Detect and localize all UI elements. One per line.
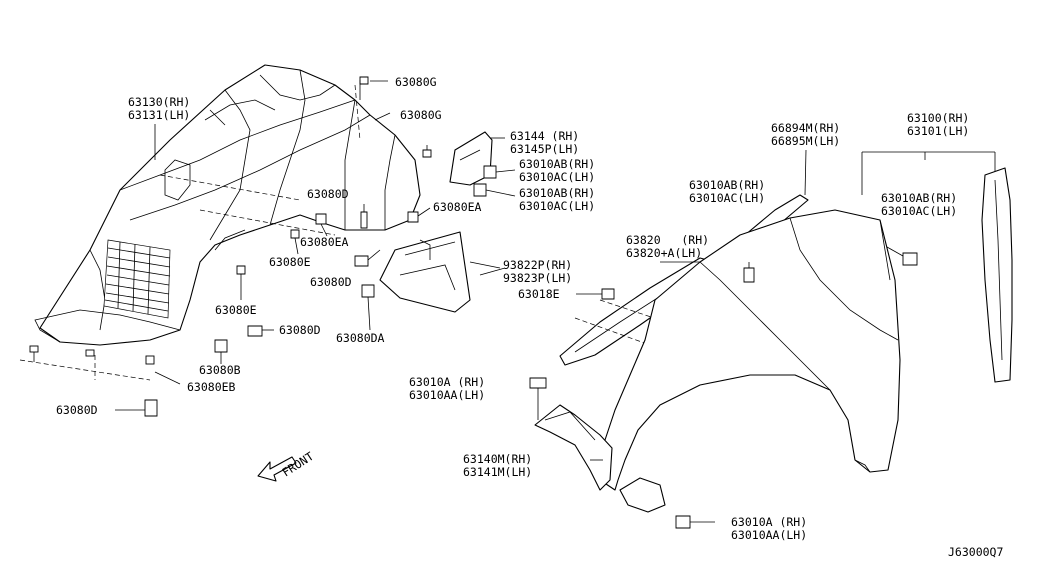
part-label: 63144 (RH)63145P(LH)	[510, 129, 579, 156]
part-label-line: 63080EA	[300, 235, 349, 249]
part-label-line: 93823P(LH)	[503, 271, 572, 285]
part-label: 63100(RH)63101(LH)	[907, 111, 969, 138]
part-label: 63080EA	[433, 200, 482, 214]
part-label-line: 63010AB(RH)	[519, 157, 595, 171]
part-label-line: 63010A (RH)	[409, 375, 485, 389]
part-label: 63010A (RH)63010AA(LH)	[409, 375, 485, 402]
part-label-line: 63018E	[518, 287, 560, 301]
fasteners	[115, 76, 615, 417]
part-label-line: 63820+A(LH)	[626, 246, 702, 260]
part-label: 63080D	[310, 275, 352, 289]
part-label: 63080D	[56, 403, 98, 417]
front-direction-text: FRONT	[280, 449, 317, 480]
part-label: 63018E	[518, 287, 560, 301]
part-label: 66894M(RH)66895M(LH)	[771, 121, 840, 148]
part-label-line: 63140M(RH)	[463, 452, 532, 466]
part-label: 63080EA	[300, 235, 349, 249]
part-label-line: 63131(LH)	[128, 108, 190, 122]
part-label-line: 66894M(RH)	[771, 121, 840, 135]
leader-lines	[154, 80, 506, 276]
part-label-line: 63130(RH)	[128, 95, 190, 109]
front-direction-label: FRONT	[280, 449, 317, 480]
part-label-line: 63080DA	[336, 331, 385, 345]
part-label-line: 63010AA(LH)	[409, 388, 485, 402]
part-label-line: 63080G	[395, 75, 437, 89]
clip-fastener-group	[29, 345, 155, 365]
part-label: 63080D	[307, 187, 349, 201]
part-label-line: 63010AB(RH)	[519, 186, 595, 200]
front-direction-arrow	[257, 456, 297, 482]
mud-guard-part	[379, 231, 501, 313]
part-label-line: 63080E	[269, 255, 311, 269]
part-label: 63080G	[400, 108, 442, 122]
part-label-line: 63080E	[215, 303, 257, 317]
part-label-line: 63080D	[310, 275, 352, 289]
part-label-line: 63080G	[400, 108, 442, 122]
part-label-line: 63100(RH)	[907, 111, 969, 125]
part-label: 63080E	[215, 303, 257, 317]
bracket-63144-part	[449, 131, 516, 197]
part-label: 63010AB(RH)63010AC(LH)	[519, 186, 595, 213]
part-label-line: 63010AB(RH)	[689, 178, 765, 192]
part-label-line: 63141M(LH)	[463, 465, 532, 479]
protector-grille	[103, 239, 171, 319]
part-label-line: 63145P(LH)	[510, 142, 579, 156]
part-label-line: 63080D	[307, 187, 349, 201]
part-label: 63010A (RH)63010AA(LH)	[731, 515, 807, 542]
part-label-line: 63080B	[199, 363, 241, 377]
part-label: 93822P(RH)93823P(LH)	[503, 258, 572, 285]
part-label: 63080B	[199, 363, 241, 377]
part-label-line: 63101(LH)	[907, 124, 969, 138]
part-label: 63010AB(RH)63010AC(LH)	[881, 191, 957, 218]
part-label-line: 63080EB	[187, 380, 236, 394]
part-label: 63080E	[269, 255, 311, 269]
front-fender-part	[599, 151, 996, 491]
part-label-line: 63080D	[279, 323, 321, 337]
part-label: 63080G	[395, 75, 437, 89]
part-label: 63080DA	[336, 331, 385, 345]
part-label-line: 63010AC(LH)	[881, 204, 957, 218]
part-label-line: 63010AB(RH)	[881, 191, 957, 205]
part-label-line: 66895M(LH)	[771, 134, 840, 148]
part-number-labels: 63130(RH)63131(LH) 63080G 63080G 63144 (RH)…	[56, 75, 969, 542]
fender-bracket-part	[529, 377, 613, 491]
diagram-code: J63000Q7	[948, 545, 1003, 559]
part-label: 63010AB(RH)63010AC(LH)	[689, 178, 765, 205]
part-label-line: 63080D	[56, 403, 98, 417]
part-label-line: 63010AC(LH)	[689, 191, 765, 205]
part-label: 63820 (RH)63820+A(LH)	[626, 233, 709, 260]
part-label-line: 63820 (RH)	[626, 233, 709, 247]
part-label-line: 63010A (RH)	[731, 515, 807, 529]
part-label: 63080D	[279, 323, 321, 337]
fender-protector-part	[19, 64, 421, 381]
part-label: 63010AB(RH)63010AC(LH)	[519, 157, 595, 184]
part-label: 63140M(RH)63141M(LH)	[463, 452, 532, 479]
part-label: 63080EB	[187, 380, 236, 394]
part-label-line: 63080EA	[433, 200, 482, 214]
part-label: 63130(RH)63131(LH)	[128, 95, 190, 122]
part-label-line: 63010AC(LH)	[519, 170, 595, 184]
part-label-line: 63144 (RH)	[510, 129, 579, 143]
fender-rear-panel-part	[886, 167, 1013, 383]
lower-mount-part	[619, 477, 715, 529]
part-label-line: 63010AC(LH)	[519, 199, 595, 213]
part-label-line: 93822P(RH)	[503, 258, 572, 272]
part-label-line: 63010AA(LH)	[731, 528, 807, 542]
